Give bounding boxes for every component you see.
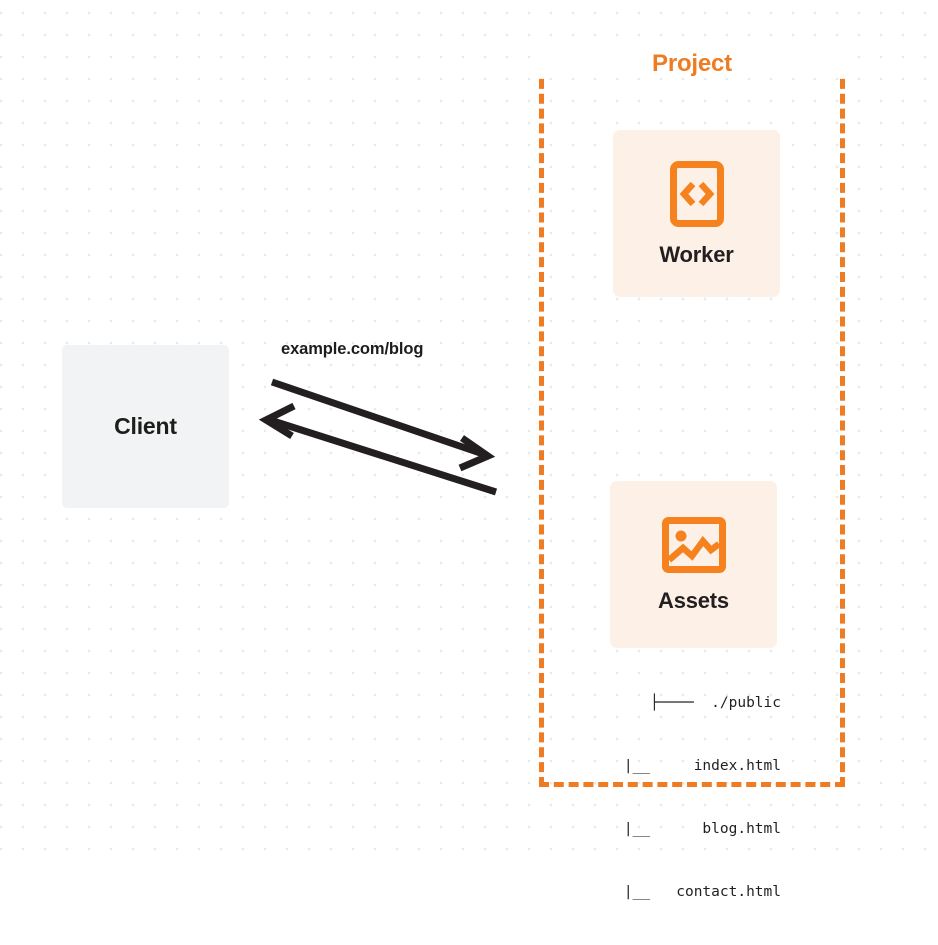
diagram-canvas: Client example.com/blog Project bbox=[0, 0, 938, 900]
image-icon bbox=[661, 516, 727, 574]
assets-tree-line: ├──── ./public bbox=[650, 695, 781, 711]
assets-tree-line: |__ index.html bbox=[597, 758, 781, 774]
project-group-label: Project bbox=[539, 50, 845, 78]
client-node: Client bbox=[62, 345, 229, 508]
client-label: Client bbox=[114, 413, 177, 439]
request-url-label: example.com/blog bbox=[281, 340, 424, 358]
assets-card[interactable]: Assets bbox=[610, 481, 777, 648]
assets-tree-line: |__ contact.html bbox=[597, 884, 781, 900]
response-arrow bbox=[258, 402, 498, 496]
assets-label: Assets bbox=[658, 587, 729, 613]
client-project-connector bbox=[250, 330, 520, 520]
worker-label: Worker bbox=[659, 241, 734, 267]
assets-file-tree: ├──── ./public |__ index.html |__ blog.h… bbox=[560, 651, 781, 945]
code-brackets-icon bbox=[669, 160, 725, 228]
request-arrow bbox=[270, 378, 496, 472]
assets-tree-line: |__ blog.html bbox=[597, 821, 781, 837]
project-group-label-text: Project bbox=[646, 50, 738, 77]
worker-card[interactable]: Worker bbox=[613, 130, 780, 297]
